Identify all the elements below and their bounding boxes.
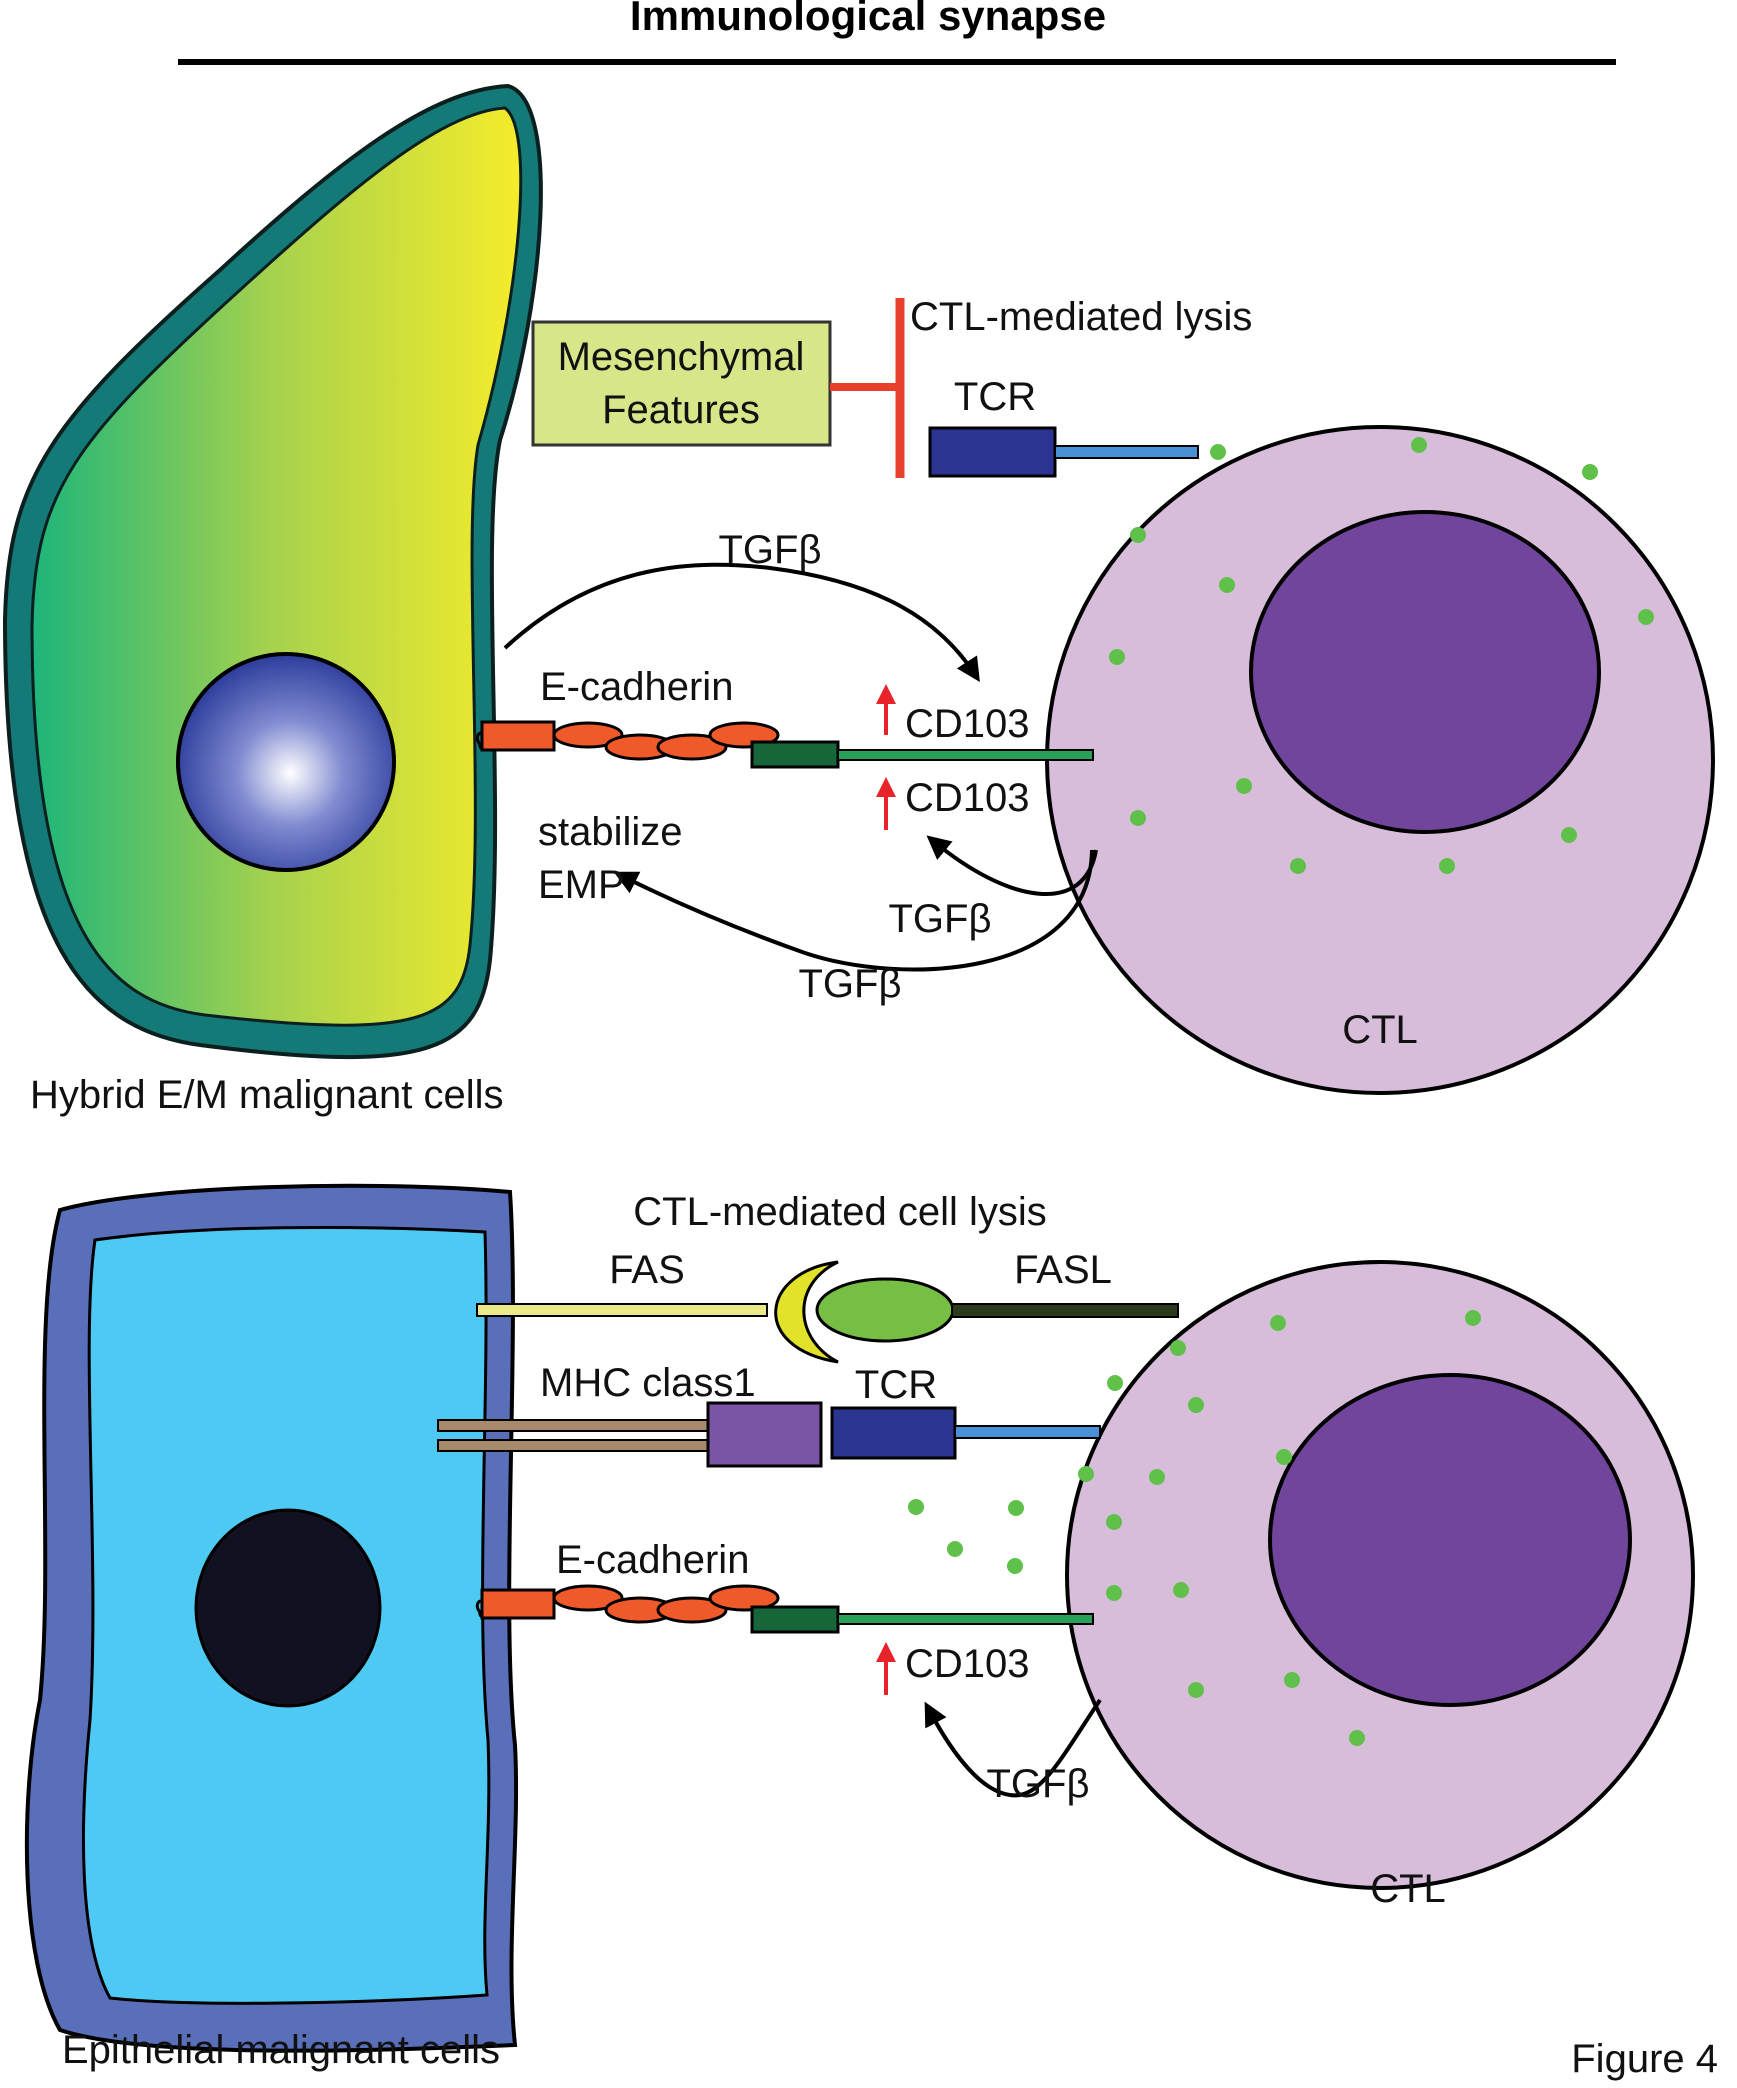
granule [1276, 1449, 1292, 1465]
ecadherin-bottom-label: E-cadherin [556, 1538, 749, 1582]
mhc-class1-label: MHC class1 [540, 1361, 756, 1405]
ecadherin-bottom-domains [552, 1584, 780, 1624]
tgfb-bottom-label: TGFβ [987, 1762, 1090, 1806]
fas-label: FAS [609, 1248, 685, 1292]
ctl-top-nucleus [1249, 510, 1601, 834]
hybrid-cell-cytoplasm [30, 106, 523, 1027]
ecadherin-top-label: E-cadherin [540, 665, 733, 709]
fasl-stalk [951, 1303, 1179, 1318]
granule [1130, 527, 1146, 543]
ctl-top-granules [1109, 437, 1654, 874]
diagram-title: Immunological synapse [630, 0, 1106, 39]
granule [1219, 577, 1235, 593]
fas-stalk [476, 1303, 768, 1317]
mhc-class1 [706, 1401, 823, 1468]
ecadherin-domain [552, 1584, 624, 1612]
granule [1284, 1672, 1300, 1688]
tcr-top-label: TCR [954, 375, 1036, 419]
cd103-top-stalk [837, 749, 1094, 761]
granule [1561, 827, 1577, 843]
released-granules [908, 1499, 1024, 1574]
granule [1582, 464, 1598, 480]
cd103-bottom-head [750, 1605, 840, 1634]
ecadherin-domain [708, 1584, 780, 1612]
fasl-ligand [815, 1277, 955, 1343]
epithelial-cell-nucleus [194, 1508, 382, 1708]
tcr-bottom-label: TCR [855, 1363, 937, 1407]
granule [1270, 1315, 1286, 1331]
fasl-label: FASL [1014, 1248, 1112, 1292]
hybrid-cell-nucleus [176, 652, 396, 872]
tcr-bottom-stalk [954, 1425, 1101, 1439]
granule [1106, 1514, 1122, 1530]
cd103-upper-label: CD103 [905, 702, 1030, 746]
ctl-mediated-lysis-label: CTL-mediated lysis [910, 295, 1252, 339]
epithelial-cell-caption: Epithelial malignant cells [62, 2028, 500, 2072]
mesenchymal-label-line2: Features [602, 388, 760, 432]
ecadherin-bottom-base [480, 1588, 556, 1620]
stabilize-label: stabilize [538, 810, 683, 854]
cd103-top-head [750, 740, 840, 769]
granule [1008, 1500, 1024, 1516]
ctl-top-caption: CTL [1342, 1008, 1418, 1052]
granule [1439, 858, 1455, 874]
ctl-bottom-nucleus [1268, 1373, 1632, 1707]
ecadherin-domain [656, 733, 728, 761]
granule [1638, 609, 1654, 625]
tgfb-inner-label: TGFβ [889, 897, 992, 941]
granule [1107, 1375, 1123, 1391]
granule [1210, 444, 1226, 460]
tcr-top [928, 426, 1057, 478]
granule [1188, 1682, 1204, 1698]
ecadherin-top-base [480, 720, 556, 752]
tgfb-arrow-to-cd103-bottom [924, 1698, 1102, 1798]
cd103-bottom-stalk [837, 1613, 1094, 1625]
hybrid-cell-caption: Hybrid E/M malignant cells [30, 1073, 504, 1117]
emp-label: EMP [538, 863, 625, 907]
granule [1188, 1397, 1204, 1413]
tgfb-outer-label: TGFβ [799, 962, 902, 1006]
granule [1109, 649, 1125, 665]
ctl-bottom-granules [1078, 1310, 1481, 1746]
mesenchymal-features-box [531, 320, 832, 447]
tgfb-arrow-to-cd103 [503, 562, 980, 683]
granule [1411, 437, 1427, 453]
cd103-bottom-label: CD103 [905, 1642, 1030, 1686]
granule [1170, 1340, 1186, 1356]
granule [1078, 1466, 1094, 1482]
fas-receptor [774, 1260, 839, 1364]
granule [1349, 1730, 1365, 1746]
granule [1106, 1585, 1122, 1601]
granule [1173, 1582, 1189, 1598]
ecadherin-domain [656, 1596, 728, 1624]
granule [908, 1499, 924, 1515]
granule [1236, 778, 1252, 794]
granule [1007, 1558, 1023, 1574]
mhc-stalk-lower [437, 1439, 709, 1452]
granule [947, 1541, 963, 1557]
granule [1130, 810, 1146, 826]
tcr-bottom [830, 1406, 957, 1460]
granule [1290, 858, 1306, 874]
granule [1465, 1310, 1481, 1326]
tcr-top-stalk [1054, 445, 1199, 459]
cd103-lower-label: CD103 [905, 776, 1030, 820]
mesenchymal-label-line1: Mesenchymal [558, 335, 805, 379]
ecadherin-top-domains [552, 721, 780, 761]
ecadherin-domain [552, 721, 624, 749]
tgfb-arrow-to-emp [613, 849, 1094, 972]
mhc-stalk-upper [437, 1419, 709, 1432]
ctl-bottom-caption: CTL [1370, 1867, 1446, 1911]
granule [1149, 1469, 1165, 1485]
figure-label: Figure 4 [1571, 2037, 1718, 2081]
ctl-mediated-cell-lysis-label: CTL-mediated cell lysis [633, 1190, 1046, 1234]
tgfb-top-label: TGFβ [719, 528, 822, 572]
